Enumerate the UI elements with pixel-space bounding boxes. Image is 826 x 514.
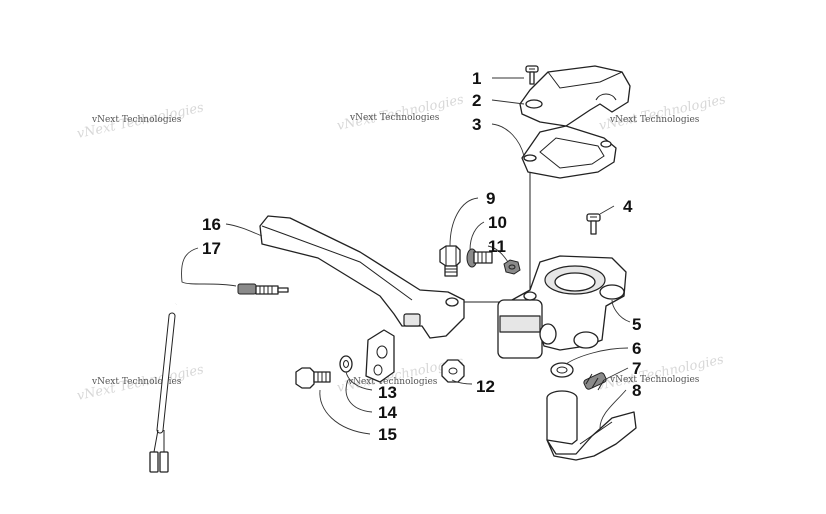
callout-11: 11 bbox=[488, 237, 506, 256]
part-15-bolt bbox=[295, 367, 331, 389]
part-12-nut bbox=[441, 359, 465, 383]
callout-3: 3 bbox=[472, 115, 481, 134]
callout-6: 6 bbox=[632, 339, 641, 358]
callout-5: 5 bbox=[632, 315, 641, 334]
part-17-switch-cable bbox=[149, 283, 289, 473]
part-13-collar bbox=[339, 355, 353, 373]
callout-1: 1 bbox=[472, 69, 481, 88]
watermark-ghost: vNext Technologies bbox=[596, 352, 726, 394]
watermark-bottom-left: vNext Technologies vNext Technologies bbox=[76, 362, 206, 404]
callout-15: 15 bbox=[378, 425, 397, 444]
part-1-screw bbox=[525, 65, 539, 85]
part-16-brake-lever bbox=[259, 215, 465, 339]
callout-4: 4 bbox=[623, 197, 633, 216]
part-14-bracket bbox=[365, 329, 395, 383]
watermark-text: vNext Technologies bbox=[609, 115, 700, 125]
part-7-brake-switch bbox=[583, 372, 607, 391]
callout-16: 16 bbox=[202, 215, 221, 234]
watermark-text: vNext Technologies bbox=[347, 377, 438, 387]
watermark-text: vNext Technologies bbox=[91, 115, 182, 125]
part-6-clip bbox=[550, 362, 574, 378]
callout-9: 9 bbox=[486, 189, 495, 208]
watermark-text: vNext Technologies bbox=[609, 375, 700, 385]
callout-7: 7 bbox=[632, 359, 641, 378]
callout-8: 8 bbox=[632, 381, 641, 400]
watermark-bottom-right: vNext Technologies vNext Technologies bbox=[596, 352, 726, 394]
watermark-top-center: vNext Technologies vNext Technologies bbox=[336, 92, 466, 134]
callout-17: 17 bbox=[202, 239, 221, 258]
callout-10: 10 bbox=[488, 213, 507, 232]
part-10-adjuster-screw bbox=[466, 248, 493, 268]
part-4-screw bbox=[586, 213, 601, 235]
watermark-text: vNext Technologies bbox=[349, 113, 440, 123]
callout-14: 14 bbox=[378, 403, 397, 422]
part-3-gasket bbox=[521, 125, 617, 179]
callout-13: 13 bbox=[378, 383, 397, 402]
watermarks: vNext Technologies vNext Technologies vN… bbox=[76, 92, 728, 404]
watermark-text: vNext Technologies bbox=[91, 377, 182, 387]
part-9-pivot-bolt bbox=[439, 245, 461, 277]
watermark-top-left: vNext Technologies vNext Technologies bbox=[76, 100, 206, 142]
callout-labels: 1 2 3 4 5 6 7 8 9 10 11 12 13 14 15 16 1… bbox=[202, 69, 641, 444]
part-5-master-cylinder-body bbox=[497, 255, 627, 359]
callout-2: 2 bbox=[472, 91, 481, 110]
part-2-upper-cover bbox=[519, 65, 631, 127]
part-11-nut bbox=[503, 259, 521, 275]
leader-lines bbox=[181, 77, 631, 435]
callout-12: 12 bbox=[476, 377, 495, 396]
part-8-throttle-lever bbox=[546, 390, 637, 461]
